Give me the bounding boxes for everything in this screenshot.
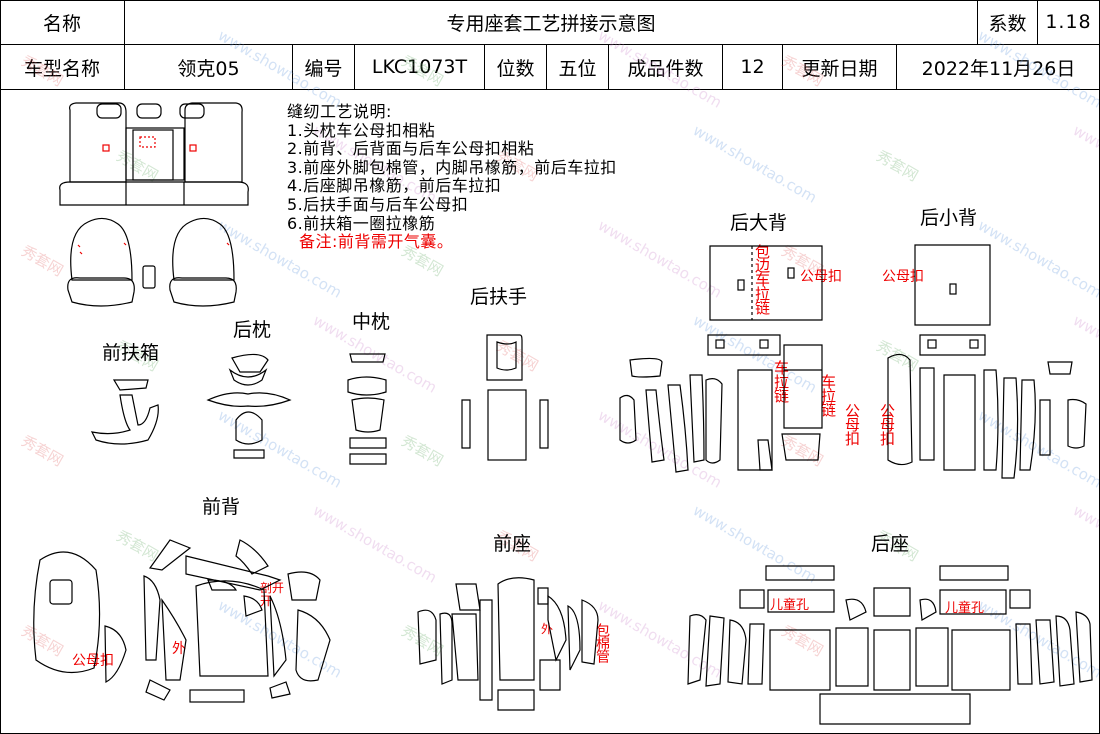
pieces-value: 12 bbox=[723, 45, 783, 90]
rear-armrest-pattern bbox=[461, 334, 549, 461]
front-box-pattern bbox=[90, 379, 159, 445]
rear-pillow-pattern bbox=[206, 353, 292, 459]
label-rear-pillow: 后枕 bbox=[233, 319, 272, 341]
coef-label: 系数 bbox=[978, 0, 1038, 45]
note-item: 1.头枕车公母扣相粘 bbox=[287, 120, 436, 140]
model-label: 车型名称 bbox=[0, 45, 125, 90]
label-front-box: 前扶箱 bbox=[102, 342, 160, 364]
front-seat-pattern bbox=[417, 577, 599, 711]
rear-seat-overview bbox=[59, 102, 249, 206]
model-value: 领克05 bbox=[125, 45, 293, 90]
label-mid-pillow: 中枕 bbox=[352, 311, 391, 333]
header-table: 名称 专用座套工艺拼接示意图 系数 1.18 车型名称 领克05 编号 LKC1… bbox=[0, 0, 1100, 90]
note-snap-front-back: 公母扣 bbox=[72, 653, 114, 669]
code-label: 编号 bbox=[293, 45, 355, 90]
label-rear-small-back: 后小背 bbox=[920, 207, 978, 229]
rear-seat-pattern bbox=[687, 565, 1093, 725]
label-front-seat: 前座 bbox=[493, 533, 532, 555]
note-snap-v2: 公母扣 bbox=[878, 403, 896, 445]
note-item: 4.后座脚吊橡筋，前后车拉扣 bbox=[287, 176, 502, 196]
date-label: 更新日期 bbox=[783, 45, 897, 90]
notes-remark: 备注:前背需开气囊。 bbox=[299, 232, 454, 252]
notes-title: 缝纫工艺说明: bbox=[287, 102, 392, 121]
seat-value: 五位 bbox=[547, 45, 609, 90]
rear-small-back-pattern bbox=[887, 244, 1087, 479]
note-item: 3.前座外脚包棉管，内脚吊橡筋，前后车拉扣 bbox=[287, 157, 617, 177]
note-item: 5.后扶手面与后车公母扣 bbox=[287, 194, 469, 214]
note-bag-edge-zipper: 包边车拉链 bbox=[753, 244, 771, 314]
front-seats-overview bbox=[67, 217, 237, 307]
note-item: 6.前扶箱一圈拉橡筋 bbox=[287, 213, 436, 233]
note-open-cut: 剖开开 bbox=[260, 581, 285, 608]
page-title: 专用座套工艺拼接示意图 bbox=[125, 0, 978, 45]
rear-big-back-pattern bbox=[619, 245, 823, 473]
note-item: 2.前背、后背面与后车公母扣相粘 bbox=[287, 139, 535, 159]
note-snap-v1: 公母扣 bbox=[843, 403, 861, 445]
note-child-hole-1: 儿童孔 bbox=[770, 598, 810, 613]
code-value: LKC1073T bbox=[355, 45, 485, 90]
label-rear-armrest: 后扶手 bbox=[470, 286, 528, 308]
label-rear-big-back: 后大背 bbox=[730, 212, 788, 234]
label-front-back: 前背 bbox=[202, 496, 241, 518]
seat-label: 位数 bbox=[485, 45, 547, 90]
pieces-label: 成品件数 bbox=[609, 45, 723, 90]
name-label: 名称 bbox=[0, 0, 125, 45]
note-bag-cotton: 包棉管 bbox=[594, 623, 610, 662]
note-snap-big-back: 公母扣 bbox=[800, 269, 842, 285]
front-back-pattern bbox=[33, 539, 331, 703]
note-snap-small-back: 公母扣 bbox=[882, 269, 924, 285]
mid-pillow-pattern bbox=[347, 353, 387, 465]
label-rear-seat: 后座 bbox=[871, 533, 910, 555]
note-child-hole-2: 儿童孔 bbox=[945, 601, 985, 616]
date-value: 2022年11月26日 bbox=[897, 45, 1100, 90]
note-outer-front-back: 外 bbox=[172, 641, 186, 657]
note-zipper-2: 车拉链 bbox=[819, 374, 837, 416]
sewing-notes: 缝纫工艺说明: 1.头枕车公母扣相粘 2.前背、后背面与后车公母扣相粘 3.前座… bbox=[287, 102, 617, 252]
